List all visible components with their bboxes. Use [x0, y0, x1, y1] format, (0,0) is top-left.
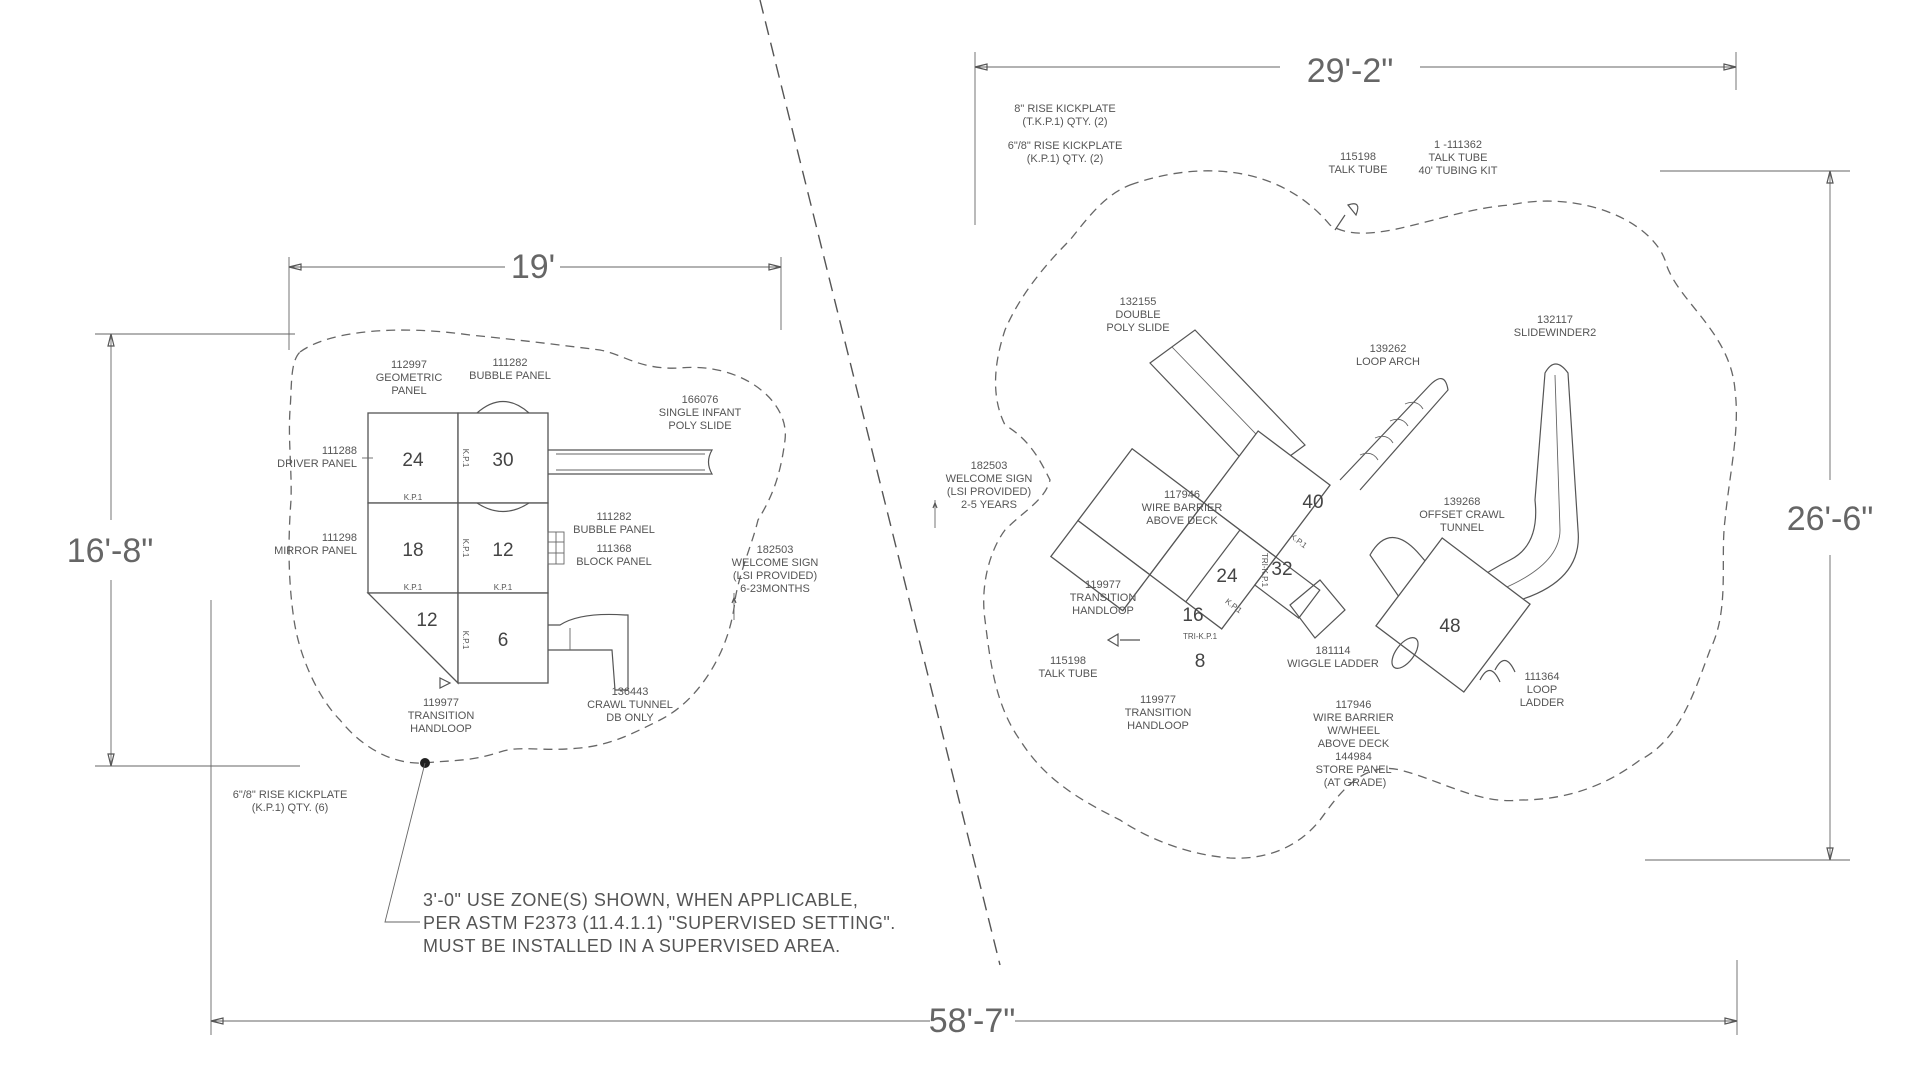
dim-left-width: 19'	[288, 248, 782, 350]
deck-12-b	[366, 592, 459, 685]
deck-8	[1049, 519, 1151, 612]
svg-text:12: 12	[416, 610, 437, 631]
svg-text:K.P.1: K.P.1	[461, 449, 470, 468]
right-play-structure: 40 24 32 16 8 48 K.P.1 TRI-K.P.1 K.P.1 T…	[932, 170, 1737, 859]
svg-text:TRI-K.P.1: TRI-K.P.1	[1260, 553, 1269, 588]
svg-text:16: 16	[1182, 605, 1203, 626]
svg-text:117946 WIRE BARRIER: 117946 WIRE BARRIER W/WHEEL ABOVE DECK 1…	[1313, 699, 1397, 789]
svg-text:K.P.1: K.P.1	[461, 539, 470, 558]
crawl-tunnel	[548, 613, 629, 691]
right-height-label: 26'-6"	[1787, 500, 1874, 538]
total-width-label: 58'-7"	[929, 1002, 1016, 1040]
loop-ladder	[1479, 659, 1516, 683]
deck-30	[457, 412, 549, 504]
svg-text:K.P.1: K.P.1	[404, 583, 423, 592]
talk-tube-left	[1106, 632, 1140, 648]
svg-text:32: 32	[1271, 559, 1292, 580]
svg-text:12: 12	[492, 540, 513, 561]
svg-text:K.P.1: K.P.1	[1288, 532, 1309, 551]
talk-tube-top	[1334, 203, 1359, 231]
dim-total-width: 58'-7"	[210, 600, 1738, 1040]
dim-left-height: 16'-8"	[67, 333, 300, 767]
svg-text:24: 24	[1216, 566, 1238, 587]
svg-text:6"/8" RISE KICKPLATE(K.P.1) QT: 6"/8" RISE KICKPLATE(K.P.1) QTY. (2)	[1008, 140, 1123, 165]
svg-text:30: 30	[492, 450, 513, 471]
note-text: 3'-0" USE ZONE(S) SHOWN, WHEN APPLICABLE…	[423, 890, 901, 956]
svg-text:K.P.1: K.P.1	[404, 493, 423, 502]
right-use-zone	[983, 170, 1737, 859]
infant-slide	[548, 449, 714, 475]
svg-text:6: 6	[498, 630, 509, 651]
use-zone-note: 3'-0" USE ZONE(S) SHOWN, WHEN APPLICABLE…	[384, 758, 901, 956]
svg-text:8" RISE KICKPLATE(T.K.P.1) QTY: 8" RISE KICKPLATE(T.K.P.1) QTY. (2)	[1014, 103, 1116, 128]
svg-text:TRI-K.P.1: TRI-K.P.1	[1183, 632, 1218, 641]
left-use-zone	[288, 329, 786, 764]
deck-48	[1375, 537, 1531, 693]
block-panel-icon	[547, 531, 565, 565]
divider-line	[759, 0, 1001, 966]
loop-arch	[1339, 378, 1449, 491]
svg-text:40: 40	[1302, 492, 1323, 513]
right-labels: 8" RISE KICKPLATE(T.K.P.1) QTY. (2) 6"/8…	[946, 103, 1597, 789]
svg-text:K.P.1: K.P.1	[494, 583, 513, 592]
svg-text:18: 18	[402, 540, 423, 561]
svg-text:48: 48	[1439, 616, 1460, 637]
dim-right-width: 29'-2"	[974, 52, 1737, 225]
dim-right-height: 26'-6"	[1645, 170, 1874, 861]
right-width-label: 29'-2"	[1307, 52, 1394, 90]
svg-text:8: 8	[1195, 651, 1206, 672]
wiggle-ladder	[1289, 579, 1346, 639]
left-height-label: 16'-8"	[67, 532, 154, 570]
svg-text:24: 24	[402, 450, 424, 471]
deck-6	[457, 592, 549, 684]
svg-text:K.P.1: K.P.1	[461, 631, 470, 650]
left-play-structure: 24 30 18 12 12 6 K.P.1 K.P.1 K.P.1 K.P.1…	[288, 329, 786, 764]
steering-wheel	[1391, 637, 1419, 669]
left-width-label: 19'	[511, 248, 555, 286]
svg-text:6"/8" RISE KICKPLATE(K.P.1) QT: 6"/8" RISE KICKPLATE(K.P.1) QTY. (6)	[233, 789, 348, 814]
